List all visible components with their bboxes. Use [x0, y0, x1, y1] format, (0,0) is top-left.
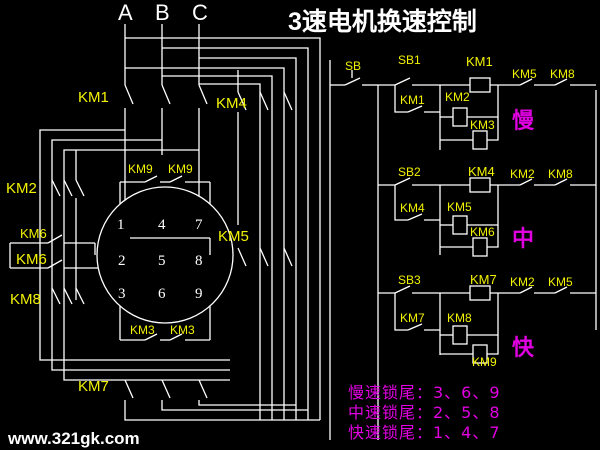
phase-b-label: B [155, 0, 170, 25]
label-km8-interlock-mid: KM8 [548, 167, 573, 181]
km7-power-contacts [124, 379, 320, 421]
label-km3-power-right: KM3 [170, 323, 195, 337]
label-km4-coil: KM4 [468, 164, 495, 179]
km8-power-contacts [51, 287, 85, 305]
diagram-title: 3速电机换速控制 [288, 8, 477, 36]
website-watermark: www.321gk.com [7, 429, 140, 448]
km1-coil [469, 77, 491, 93]
control-circuit [329, 60, 597, 440]
label-km8-coil: KM8 [447, 311, 472, 325]
phase-a-label: A [118, 0, 133, 25]
label-km6-coil: KM6 [470, 225, 495, 239]
label-km7-coil: KM7 [470, 272, 497, 287]
label-km5-power: KM5 [218, 228, 249, 245]
km6-coil [472, 237, 488, 257]
label-km1-coil: KM1 [466, 54, 493, 69]
label-km7-hold: KM7 [400, 311, 425, 325]
label-km6-power-lower: KM6 [16, 251, 47, 268]
terminal-9: 9 [195, 286, 203, 302]
terminal-5: 5 [158, 253, 166, 269]
km2-coil [452, 107, 468, 127]
terminal-8: 8 [195, 253, 203, 269]
label-km8-interlock: KM8 [550, 67, 575, 81]
power-circuit [9, 24, 321, 421]
speed-slow-label: 慢 [512, 108, 535, 134]
label-km3-power-left: KM3 [130, 323, 155, 337]
km3-power-contacts [119, 305, 211, 341]
km5-power-contacts [237, 247, 293, 267]
terminal-3: 3 [118, 286, 126, 302]
km4-coil [469, 177, 491, 193]
lock-note-slow: 慢速锁尾：3、6、9 [348, 383, 501, 402]
speed-mid-label: 中 [512, 227, 534, 252]
label-km8-power: KM8 [10, 291, 41, 308]
label-km6-power-upper: KM6 [20, 226, 47, 241]
label-km7-power: KM7 [78, 378, 109, 395]
km9-power-contacts [119, 175, 211, 215]
terminal-7: 7 [195, 217, 203, 233]
power-labels: KM1 KM4 KM2 KM6 KM6 KM8 KM9 KM9 KM5 KM3 … [6, 89, 249, 395]
motor-winding-circle [96, 186, 234, 324]
label-km9-power-left: KM9 [128, 162, 153, 176]
km5-coil [452, 215, 468, 235]
label-sb3: SB3 [398, 273, 421, 287]
label-sb2: SB2 [398, 165, 421, 179]
terminal-6: 6 [158, 286, 166, 302]
label-km5-interlock: KM5 [512, 67, 537, 81]
label-km2-coil: KM2 [445, 90, 470, 104]
label-km3-coil: KM3 [470, 118, 495, 132]
label-sb: SB [345, 59, 361, 73]
label-km2-interlock: KM2 [510, 167, 535, 181]
km2-power-contacts [51, 150, 85, 300]
km3-coil [472, 130, 488, 150]
terminal-2: 2 [118, 253, 126, 269]
phase-c-label: C [192, 0, 208, 25]
lock-note-mid: 中速锁尾：2、5、8 [348, 403, 501, 422]
label-km1-hold: KM1 [400, 93, 425, 107]
label-km2-power: KM2 [6, 180, 37, 197]
terminal-4: 4 [158, 217, 166, 233]
label-km4-hold: KM4 [400, 201, 425, 215]
lock-notes: 慢速锁尾：3、6、9 中速锁尾：2、5、8 快速锁尾：1、4、7 [348, 383, 501, 442]
speed-fast-label: 快 [512, 336, 535, 361]
km8-coil [452, 325, 468, 345]
label-sb1: SB1 [398, 53, 421, 67]
km7-coil [469, 285, 491, 301]
label-km4-power: KM4 [216, 95, 247, 112]
label-km9-coil: KM9 [472, 355, 497, 369]
lock-note-fast: 快速锁尾：1、4、7 [348, 423, 501, 442]
terminal-1: 1 [117, 217, 125, 233]
label-km1-power: KM1 [78, 89, 109, 106]
label-km5-interlock-fast: KM5 [548, 275, 573, 289]
label-km5-coil: KM5 [447, 200, 472, 214]
control-labels: SB SB1 KM1 KM5 KM8 KM1 KM2 KM3 慢 SB2 KM4… [345, 53, 575, 369]
label-km2-interlock-fast: KM2 [510, 275, 535, 289]
motor-terminals: 1 2 3 4 5 6 7 8 9 [117, 217, 203, 302]
km4-power-contacts [237, 70, 293, 225]
label-km9-power-right: KM9 [168, 162, 193, 176]
